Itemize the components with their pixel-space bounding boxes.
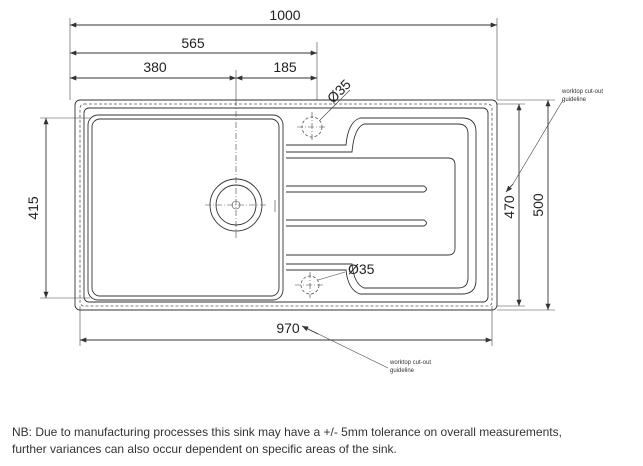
dimension-overall-depth: 500 <box>497 99 555 311</box>
cutout-guideline-label-bottom: worktop cut-out guideline <box>301 325 431 374</box>
sink-body <box>74 99 498 311</box>
dimension-label-dia35-top: Ø35 <box>324 76 354 106</box>
dimension-label-565: 565 <box>181 35 205 51</box>
tap-hole-top: Ø35 <box>297 76 354 142</box>
dimension-overall-width: 1000 <box>69 7 498 100</box>
sink-bowl <box>87 100 284 301</box>
cutout-right-label-2: guideline <box>562 97 587 103</box>
cutout-bottom-label-1: worktop cut-out <box>389 360 431 366</box>
dimension-bowl-width: 380 185 <box>70 59 317 100</box>
dimension-cutout-depth: 470 <box>497 103 525 307</box>
dimension-label-185: 185 <box>273 59 297 75</box>
dimension-label-970: 970 <box>276 320 300 336</box>
dimension-label-1000: 1000 <box>269 7 300 23</box>
tolerance-note-line-2: further variances can also occur depende… <box>12 442 397 456</box>
dimension-label-500: 500 <box>530 193 546 217</box>
dimension-label-415: 415 <box>25 196 41 220</box>
dimension-bowl-plus: 565 <box>70 35 318 100</box>
cutout-right-label-1: worktop cut-out <box>561 89 603 95</box>
cutout-guideline-label-right: worktop cut-out guideline <box>505 89 603 193</box>
tolerance-note: NB: Due to manufacturing processes this … <box>12 424 637 458</box>
tolerance-note-line-1: NB: Due to manufacturing processes this … <box>12 425 562 439</box>
sink-drainer <box>286 117 477 295</box>
dimension-bowl-depth: 415 <box>25 117 90 299</box>
dimension-label-470: 470 <box>501 195 517 219</box>
dimension-label-380: 380 <box>143 59 167 75</box>
dimension-label-dia35-bottom: Ø35 <box>348 261 375 277</box>
dimension-cutout-width: 970 <box>79 306 493 346</box>
cutout-bottom-label-2: guideline <box>390 368 415 374</box>
tap-hole-bottom: Ø35 <box>295 261 375 298</box>
